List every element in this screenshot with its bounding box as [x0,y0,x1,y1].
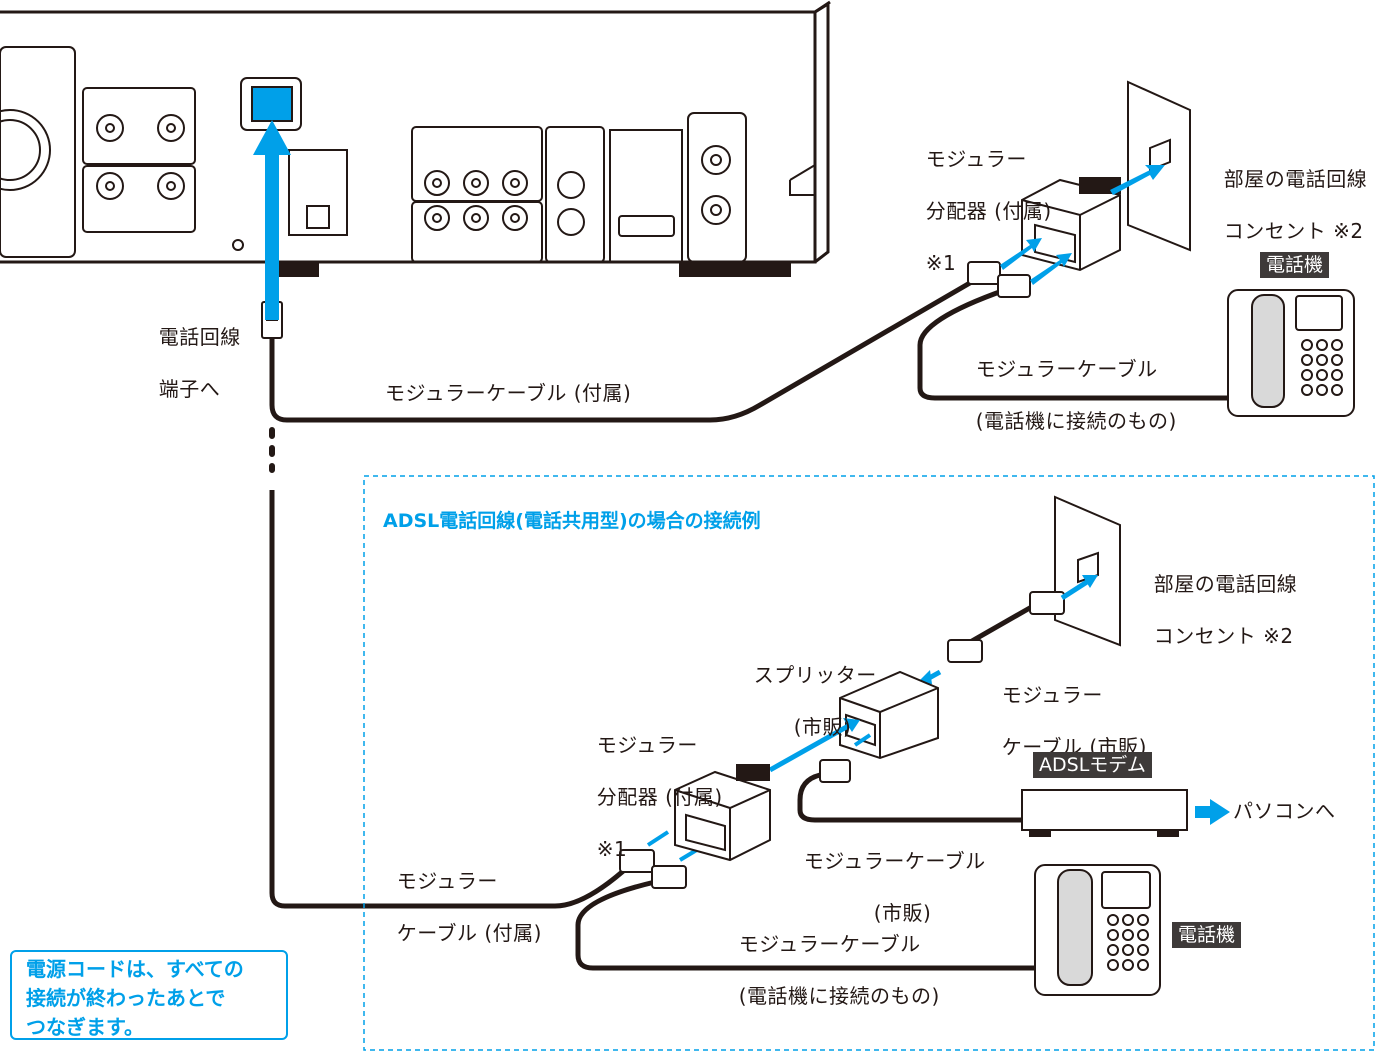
adsl-outlet [1054,495,1121,647]
adsl-main-cable-line1: モジュラー [396,869,498,893]
adsl-phone-cable-line1: モジュラーケーブル [738,932,921,956]
power-cord-note-line3: つなぎます。 [26,1015,144,1039]
adsl-modem-cable-line2: (市販) [873,901,932,925]
adsl-phone-cable-label: モジュラーケーブル (電話機に接続のもの) [725,905,940,1009]
adsl-arrows [646,718,872,862]
top-main-cable-label: モジュラーケーブル (付属) [385,381,632,405]
top-phone-cable-label: モジュラーケーブル (電話機に接続のもの) [962,330,1177,434]
arrow-up-icon [253,120,291,320]
top-cables [269,277,1235,423]
top-outlet-label: 部屋の電話回線 コンセント ※2 [1210,140,1367,244]
top-outlet-label-line1: 部屋の電話回線 [1223,167,1368,191]
adsl-modem-cable-line1: モジュラーケーブル [803,849,986,873]
adsl-main-cable-label: モジュラー ケーブル (付属) [383,842,542,946]
adsl-distributor-line2: 分配器 (付属) [596,785,723,809]
power-cord-note-line2: 接続が終わったあとで [26,986,226,1010]
adsl-main-cable-line2: ケーブル (付属) [396,921,542,945]
power-cord-note-line1: 電源コードは、すべての [26,957,244,981]
top-phone-cable-line2: (電話機に接続のもの) [975,409,1177,433]
top-phone-badge: 電話機 [1260,252,1330,278]
recorder-terminal-label: 電話回線 端子へ [145,298,241,402]
adsl-splitter-label: スプリッター (市販) [740,636,877,740]
adsl-splitter-label-line2: (市販) [793,715,852,739]
adsl-outlet-label-line2: コンセント ※2 [1153,624,1294,648]
recorder-terminal-label-line1: 電話回線 [158,325,241,349]
top-arrows [1000,165,1165,285]
recorder-terminal-label-line2: 端子へ [158,377,221,401]
adsl-cables [575,772,1040,971]
pc-label: パソコンへ [1233,799,1336,823]
top-phone-icon [1227,289,1355,417]
adsl-distributor-line1: モジュラー [596,733,698,757]
adsl-modem-icon [1021,789,1188,837]
power-cord-note: 電源コードは、すべての 接続が終わったあとで つなぎます。 [10,950,288,1040]
top-splitter-label-line1: モジュラー [925,147,1027,171]
adsl-modem-badge: ADSLモデム [1033,752,1152,778]
adsl-section-frame [363,475,1375,1051]
adsl-distributor-note: ※1 [596,837,628,861]
arrow-right-icon [1195,799,1230,825]
top-phone-cable-line1: モジュラーケーブル [975,357,1158,381]
adsl-splitter-label-line1: スプリッター [753,663,877,687]
adsl-phone-badge: 電話機 [1172,922,1242,948]
adsl-outlet-label: 部屋の電話回線 コンセント ※2 [1140,545,1297,649]
top-splitter-label: モジュラー 分配器 (付属) ※1 [912,120,1052,276]
top-outlet-label-line2: コンセント ※2 [1223,219,1364,243]
adsl-distributor [619,759,851,889]
adsl-market-cable-label: モジュラー ケーブル (市販) [988,656,1147,760]
long-cable [269,490,632,909]
top-splitter [967,177,1121,298]
adsl-phone-cable-line2: (電話機に接続のもの) [738,984,940,1008]
adsl-section-title: ADSL電話回線(電話共用型)の場合の接続例 [383,510,761,532]
top-splitter-label-line2: 分配器 (付属) [925,199,1052,223]
adsl-distributor-label: モジュラー 分配器 (付属) ※1 [583,706,723,862]
adsl-outlet-label-line1: 部屋の電話回線 [1153,572,1298,596]
recorder-rear-panel [0,0,831,277]
adsl-phone-icon [1034,864,1161,996]
top-splitter-note: ※1 [925,251,957,275]
adsl-market-cable-line1: モジュラー [1001,683,1103,707]
adsl-modem-cable-label: モジュラーケーブル (市販) [790,822,986,926]
